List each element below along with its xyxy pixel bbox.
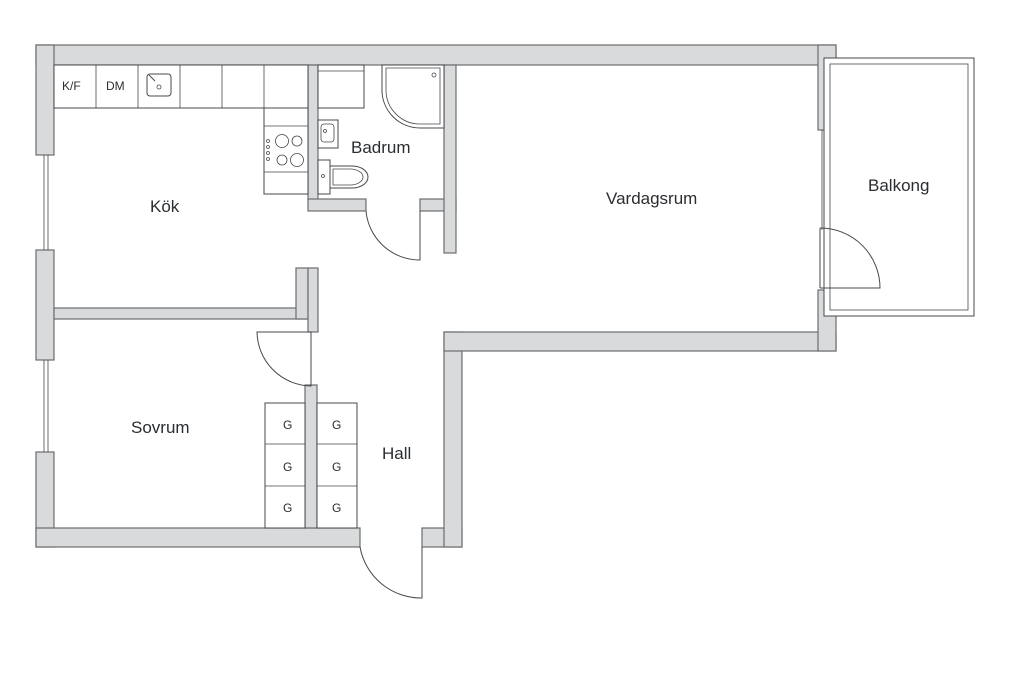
- wardrobe-mark: G: [283, 501, 292, 515]
- wall-bath-right: [443, 64, 457, 254]
- counter-side-run: [263, 107, 309, 195]
- toilet-icon: [317, 159, 369, 195]
- wall-top: [35, 44, 837, 66]
- wall-bottom-left: [35, 527, 361, 548]
- room-label-living-room: Vardagsrum: [606, 189, 697, 208]
- exterior-walls: [35, 44, 837, 548]
- wardrobe-mark: G: [332, 501, 341, 515]
- doors: [256, 210, 423, 599]
- bathroom-fixtures: [317, 64, 445, 195]
- wall-bedroom-right: [304, 384, 318, 529]
- wall-hall-right: [443, 331, 463, 548]
- wardrobe-mark: G: [332, 418, 341, 432]
- wardrobe-mark: G: [283, 418, 292, 432]
- balcony-inner: [829, 63, 969, 311]
- kitchen-counter: K/F DM: [53, 64, 309, 195]
- stove-icon: [266, 134, 304, 167]
- wall-kitchen-bedroom: [53, 307, 309, 320]
- room-label-bedroom: Sovrum: [131, 418, 190, 437]
- counter-top-run: [53, 64, 309, 109]
- shower-icon: [381, 64, 445, 129]
- wardrobe-mark: G: [332, 460, 341, 474]
- bathroom-door: [365, 210, 421, 261]
- fridge-freezer-label: K/F: [62, 79, 81, 93]
- bath-cabinet: [317, 64, 365, 109]
- balcony: [819, 57, 975, 317]
- room-labels: Kök Badrum Vardagsrum Balkong Sovrum Hal…: [131, 138, 929, 463]
- wardrobe-hall: G G G: [316, 402, 358, 529]
- bedroom-door: [256, 331, 312, 387]
- wall-kitchen-bedroom-stub: [295, 267, 309, 320]
- wall-left-middle: [35, 249, 55, 361]
- wardrobes: G G G G G G: [264, 402, 358, 529]
- wall-bath-bottom-left: [307, 198, 367, 212]
- wall-hall-stub: [307, 267, 319, 333]
- window-kitchen: [43, 155, 49, 250]
- balcony-outer: [823, 57, 975, 317]
- wardrobe-bedroom: G G G: [264, 402, 306, 529]
- sink-icon: [146, 73, 172, 97]
- room-label-balcony: Balkong: [868, 176, 929, 195]
- washbasin-icon: [317, 119, 339, 149]
- dishwasher-label: DM: [106, 79, 125, 93]
- wardrobe-mark: G: [283, 460, 292, 474]
- windows: [43, 130, 827, 452]
- balcony-door: [819, 227, 881, 289]
- window-bedroom: [43, 360, 49, 452]
- wall-left-upper: [35, 44, 55, 156]
- wall-living-bottom: [443, 331, 837, 352]
- entrance-door: [359, 546, 423, 599]
- wall-bath-left: [307, 64, 319, 201]
- interior-walls: [53, 64, 457, 529]
- room-label-kitchen: Kök: [150, 197, 180, 216]
- room-label-hall: Hall: [382, 444, 411, 463]
- room-label-bathroom: Badrum: [351, 138, 411, 157]
